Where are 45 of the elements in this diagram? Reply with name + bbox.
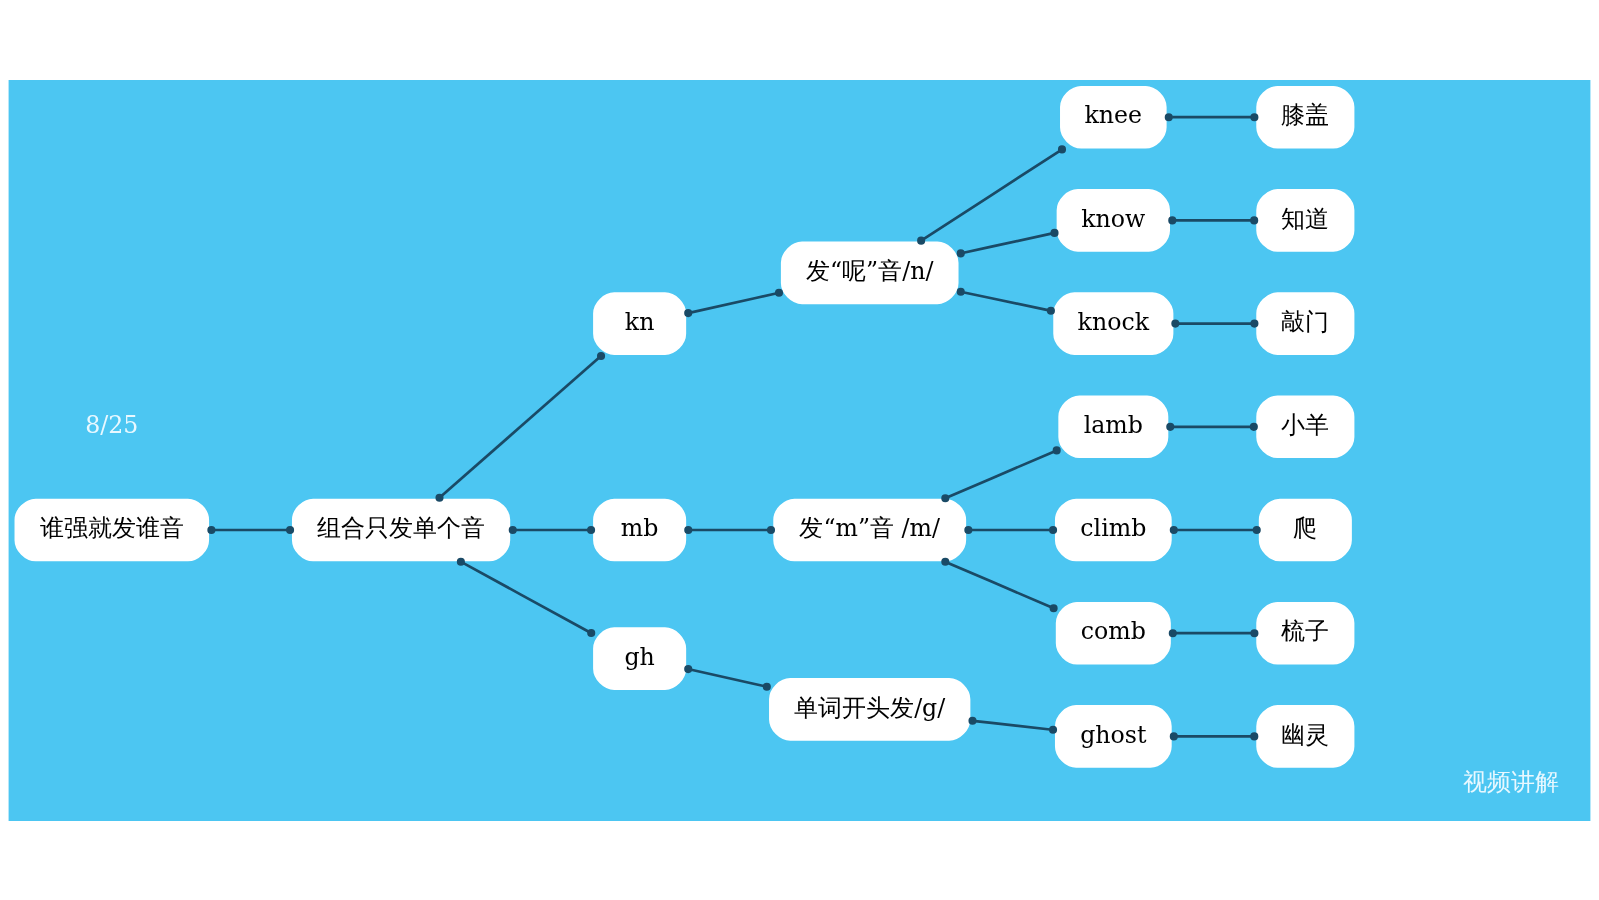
label: 视频讲解 bbox=[1462, 767, 1559, 796]
connector bbox=[941, 445, 1061, 502]
connector bbox=[956, 228, 1059, 257]
node-box: knee bbox=[1060, 85, 1167, 148]
node-box: 组合只发单个音 bbox=[291, 498, 511, 561]
connector bbox=[1168, 215, 1259, 224]
node-box: 发“呢”音/n/ bbox=[780, 241, 959, 304]
node-box: 敲门 bbox=[1256, 291, 1355, 355]
node-box: 知道 bbox=[1256, 188, 1355, 252]
node-box: 梳子 bbox=[1256, 601, 1355, 664]
node-box: kn bbox=[593, 291, 687, 355]
connector bbox=[684, 664, 771, 691]
node-box: 爬 bbox=[1258, 498, 1352, 561]
connector bbox=[435, 351, 606, 502]
node-box: mb bbox=[593, 498, 687, 561]
connector bbox=[684, 288, 784, 317]
node-box: gh bbox=[593, 626, 687, 690]
connector bbox=[1166, 422, 1258, 431]
connector bbox=[1171, 319, 1259, 328]
node-box: climb bbox=[1054, 498, 1172, 561]
connector bbox=[964, 525, 1058, 534]
node-box: know bbox=[1056, 188, 1170, 252]
node-box: 膝盖 bbox=[1256, 85, 1355, 148]
connector bbox=[207, 525, 295, 534]
node-box: 小羊 bbox=[1256, 395, 1355, 458]
node-box: lamb bbox=[1058, 395, 1169, 458]
connector bbox=[1169, 731, 1259, 740]
connector bbox=[1168, 628, 1259, 637]
node-box: 单词开头发/g/ bbox=[769, 677, 971, 741]
node-box: ghost bbox=[1054, 704, 1172, 768]
node-box: 谁强就发谁音 bbox=[14, 498, 210, 561]
node-box: knock bbox=[1053, 291, 1174, 355]
connector bbox=[956, 287, 1055, 315]
connector bbox=[684, 525, 776, 534]
connector bbox=[1164, 112, 1259, 121]
connector bbox=[968, 716, 1058, 734]
connector bbox=[456, 557, 596, 637]
connector bbox=[508, 525, 596, 534]
node-box: 发“m”音 /m/ bbox=[773, 498, 967, 561]
connector bbox=[941, 557, 1058, 612]
connector bbox=[917, 144, 1067, 245]
node-box: 幽灵 bbox=[1256, 704, 1355, 768]
connector bbox=[1169, 525, 1261, 534]
label: 8/25 bbox=[85, 410, 139, 439]
node-box: comb bbox=[1055, 601, 1171, 664]
